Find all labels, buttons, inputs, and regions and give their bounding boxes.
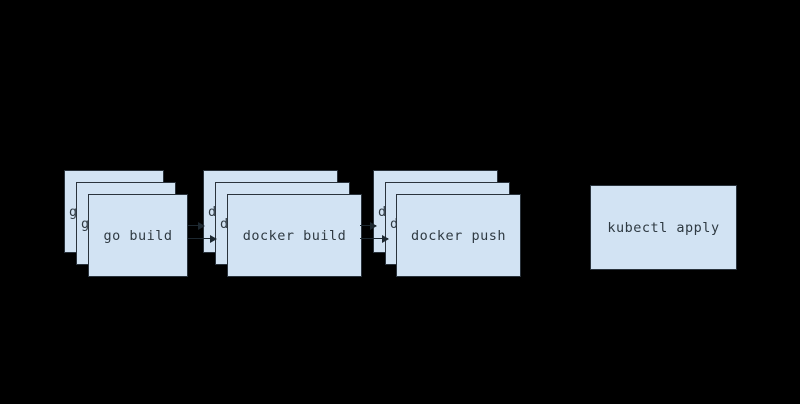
stage-kubectl-apply-card[interactable]: kubectl apply — [590, 185, 737, 270]
stage-docker-push-label-back: d — [378, 203, 387, 220]
arrow-docker-build-to-docker-push-front — [360, 234, 389, 243]
stage-go-build-label: go build — [103, 227, 173, 244]
stage-go-build-label-back: g — [69, 203, 78, 220]
arrow-go-build-to-docker-build-back — [188, 221, 205, 230]
stage-docker-push-label: docker push — [411, 227, 506, 244]
arrow-go-build-to-docker-build-front — [188, 234, 217, 243]
arrow-docker-build-to-docker-push-back — [360, 221, 377, 230]
stage-go-build-label-middle: g — [81, 215, 90, 232]
stage-docker-build-card-front[interactable]: docker build — [227, 194, 362, 277]
stage-docker-build-label-middle: d — [220, 215, 229, 232]
stage-docker-build-label: docker build — [242, 227, 347, 244]
stage-kubectl-apply-label: kubectl apply — [607, 219, 720, 236]
stage-go-build-card-front[interactable]: go build — [88, 194, 188, 277]
stage-docker-push-card-front[interactable]: docker push — [396, 194, 521, 277]
stage-docker-push-label-middle: d — [390, 215, 399, 232]
stage-docker-build-label-back: d — [208, 203, 217, 220]
